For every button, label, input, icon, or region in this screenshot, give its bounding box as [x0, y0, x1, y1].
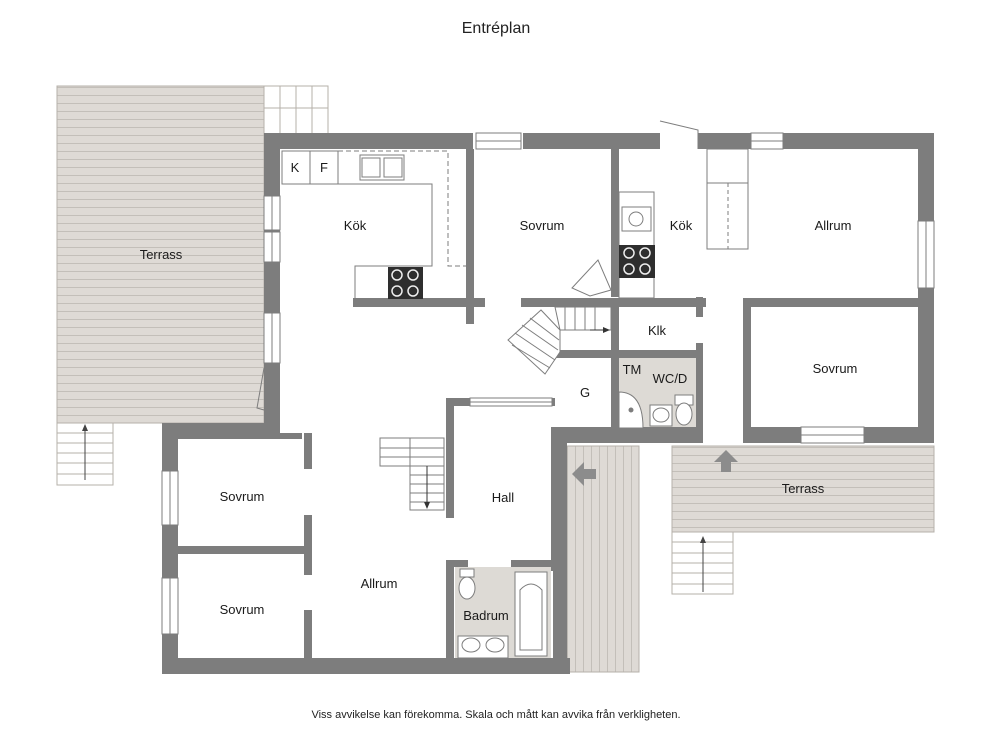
room-label-wcd: WC/D: [653, 371, 688, 386]
room-label-kok-2: Kök: [670, 218, 693, 233]
doors: [256, 120, 699, 411]
room-label-sovrum-2: Sovrum: [813, 361, 858, 376]
terrace-right-stairs: [671, 531, 734, 595]
wc-fixtures: [618, 391, 694, 429]
deck-walkway: [566, 445, 640, 673]
kitchen-2-fixtures: [618, 148, 749, 299]
disclaimer: Viss avvikelse kan förekomma. Skala och …: [311, 709, 681, 721]
windows: [161, 132, 935, 635]
room-label-sovrum-1: Sovrum: [520, 218, 565, 233]
room-label-sovrum-4: Sovrum: [220, 602, 265, 617]
room-label-sovrum-3: Sovrum: [220, 489, 265, 504]
bathroom-fixtures: [457, 568, 548, 659]
room-label-g: G: [580, 385, 590, 400]
room-label-klk: Klk: [648, 323, 667, 338]
stairs-upper: [507, 306, 612, 375]
room-label-hall: Hall: [492, 490, 515, 505]
room-label-tm: TM: [623, 362, 642, 377]
room-label-kok-1: Kök: [344, 218, 367, 233]
kitchen-1-fixtures: [281, 150, 466, 299]
room-label-allrum-1: Allrum: [815, 218, 852, 233]
appliance-label-f: F: [320, 160, 328, 175]
room-label-badrum: Badrum: [463, 608, 509, 623]
terrace-left-stairs: [56, 422, 114, 486]
stairs-lower: [379, 437, 445, 511]
room-label-terrass-left: Terrass: [140, 247, 183, 262]
room-label-terrass-right: Terrass: [782, 481, 825, 496]
entry-arrow-left: [572, 462, 596, 486]
appliance-label-k: K: [291, 160, 300, 175]
page-title: Entréplan: [461, 20, 531, 37]
room-label-allrum-2: Allrum: [361, 576, 398, 591]
entry-arrow-up: [714, 450, 738, 472]
